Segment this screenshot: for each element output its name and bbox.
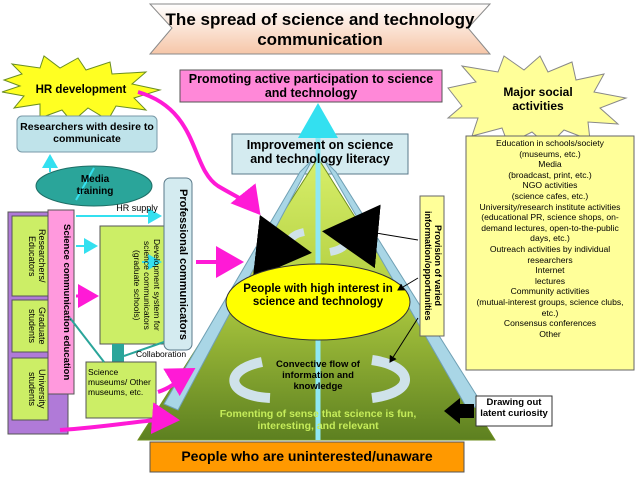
activity-item: (mutual-interest groups, science clubs, …	[476, 296, 624, 318]
activity-item: Consensus conferences	[503, 318, 597, 329]
participation-banner-text: Promoting active participation to scienc…	[188, 72, 434, 101]
activity-item: Other	[539, 328, 561, 339]
media-training-ellipse	[35, 165, 153, 207]
activity-item: (museums, etc.)	[519, 148, 581, 159]
drawing-out-arrow	[444, 398, 474, 424]
uninterested-label: People who are uninterested/unaware	[181, 448, 433, 464]
activity-item: Community activities	[510, 286, 590, 297]
activity-item: NGO activities	[522, 180, 578, 191]
graduate-students-box	[11, 299, 49, 353]
sce-box	[47, 209, 75, 395]
dev-system-label: Development system for science communica…	[132, 239, 162, 331]
university-students-box	[11, 357, 49, 421]
activity-item: Internet	[535, 265, 565, 276]
improvement-label: Improvement on science and technology li…	[246, 138, 394, 167]
participation-banner	[179, 69, 443, 103]
provision-box	[419, 195, 445, 337]
hr-supply-label: HR supply	[116, 203, 158, 213]
cyan-arrow-to-box	[75, 167, 95, 201]
researchers-desire-box	[16, 115, 158, 153]
dev-system-box	[99, 225, 165, 345]
title-banner	[148, 3, 492, 55]
uninterested-bar	[149, 441, 465, 473]
activities-box	[465, 135, 635, 371]
sce-label: Science communication education	[61, 223, 72, 381]
researchers-educators-box	[11, 215, 49, 297]
activity-item: University/research institute activities	[479, 201, 621, 212]
people-high-label: People with high interest in science and…	[243, 283, 393, 309]
provision-label: Provision of varied information/opportun…	[423, 211, 443, 321]
university-students-label: University students	[27, 369, 47, 409]
high-interest-ellipse	[225, 263, 411, 341]
researchers-educators-label: Researchers/ Educators	[27, 229, 47, 283]
hr-development-starburst	[1, 55, 162, 123]
museums-label: Science museums/ Other museums, etc.	[88, 367, 151, 397]
major-social-label: Major social activities	[503, 85, 573, 113]
activity-item: Education in schools/society	[496, 138, 604, 148]
convective-label: Convective flow of information and knowl…	[276, 359, 360, 392]
diagram-title: The spread of science and technology com…	[165, 10, 475, 49]
collaboration-label: Collaboration	[135, 349, 187, 359]
professional-label: Professional communicators	[177, 188, 189, 340]
museums-box	[85, 361, 157, 419]
collab-line	[123, 341, 165, 357]
activity-item: Outreach activities by individual resear…	[489, 243, 611, 265]
activity-item: lectures	[534, 275, 566, 286]
lower-cycle-arrow-right	[371, 355, 410, 403]
media-training-label: Media training	[76, 174, 114, 197]
upper-cycle-arrow-left	[252, 214, 312, 279]
drawing-out-label: Drawing out latent curiosity	[480, 397, 548, 419]
fomenting-label: Fomenting of sense that science is fun, …	[219, 408, 417, 433]
researchers-desire-label: Researchers with desire to communicate	[20, 121, 154, 146]
provision-arrow-2	[397, 277, 419, 291]
activity-item: (educational PR, science shops, on-deman…	[481, 212, 619, 244]
teal-diagonal	[69, 317, 105, 363]
drawing-out-box	[475, 395, 553, 427]
hr-development-label: HR development	[35, 84, 127, 96]
provision-arrow-1	[369, 229, 419, 241]
activities-list: Education in schools/society (museums, e…	[470, 138, 630, 339]
professional-box	[163, 177, 193, 351]
provision-arrow-3	[389, 317, 419, 363]
hr-to-pyramid-arrow	[137, 90, 261, 216]
lower-cycle-arrow-left	[229, 357, 271, 403]
major-social-starburst	[446, 55, 628, 147]
dev-system-connector	[112, 344, 124, 364]
museum-to-pyramid-arrow	[157, 367, 196, 397]
graduate-students-label: Graduate students	[27, 307, 47, 345]
activity-item: (science cafes, etc.)	[511, 190, 589, 201]
bottom-left-arrow	[59, 402, 180, 435]
activity-item: Media	[538, 159, 562, 170]
activity-item: (broadcast, print, etc.)	[508, 169, 592, 180]
upper-cycle-arrow-right	[322, 204, 381, 269]
